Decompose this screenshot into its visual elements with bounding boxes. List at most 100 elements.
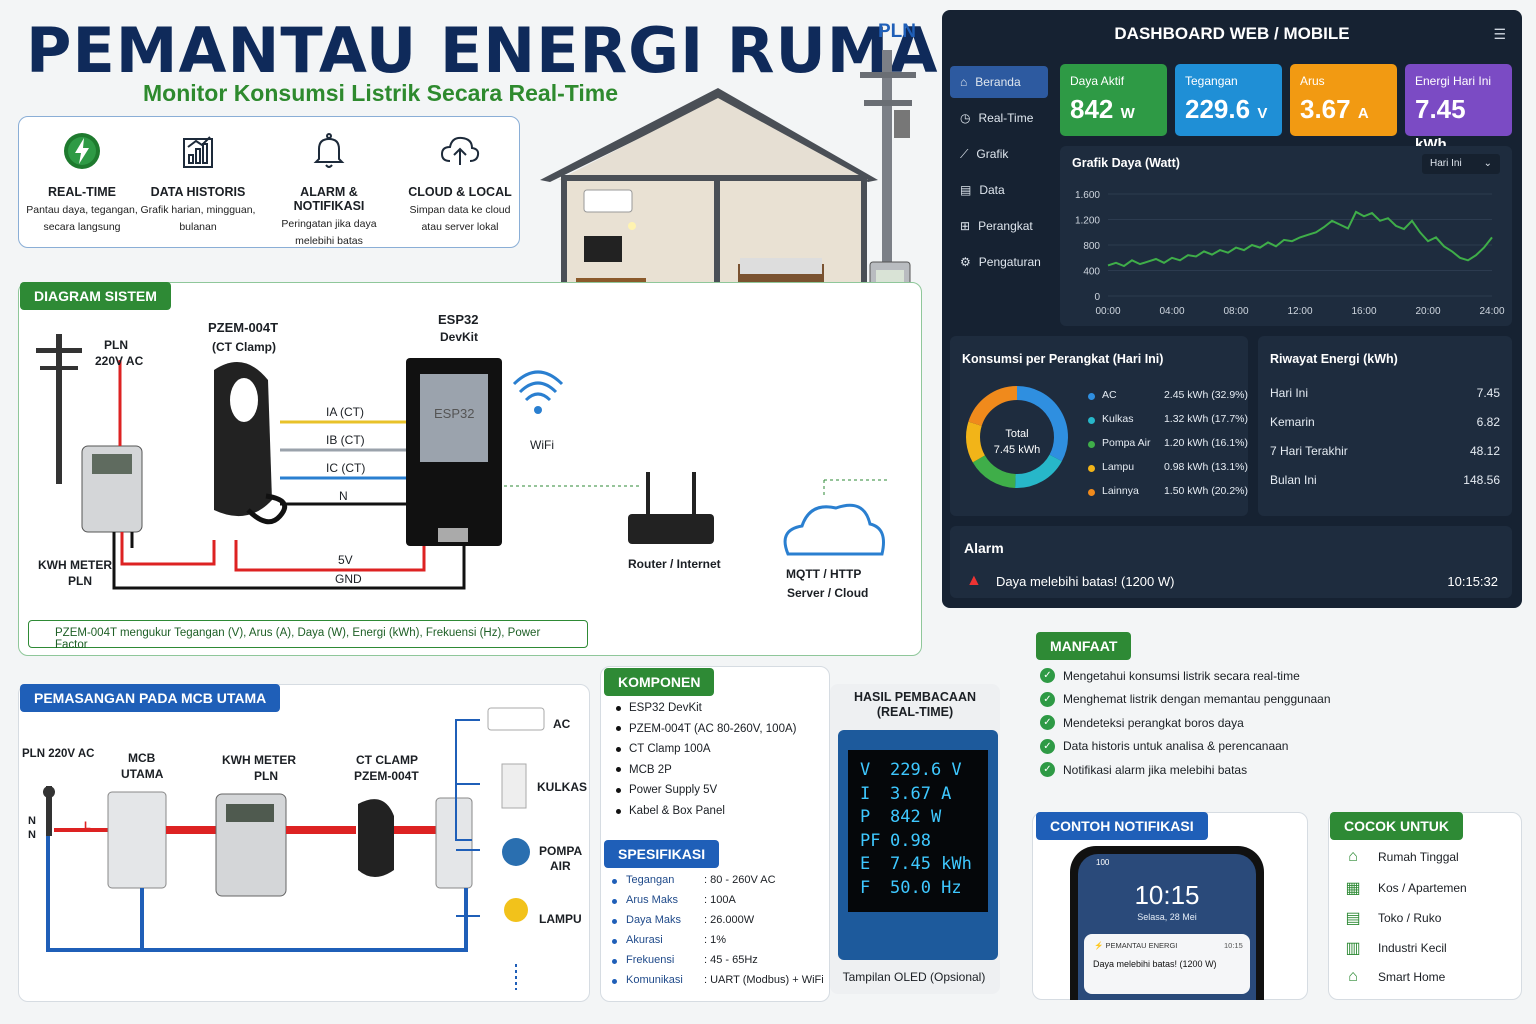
- history-label: Hari Ini: [1270, 386, 1309, 400]
- range-select[interactable]: Hari Ini⌄: [1422, 154, 1500, 174]
- check-icon: ✓: [1040, 762, 1055, 777]
- spec-row: Frekuensi: 45 - 65Hz: [612, 954, 826, 970]
- shop-icon: ▤: [1345, 910, 1361, 927]
- donut-slice: [972, 455, 1016, 488]
- notif-app-time: 10:15: [1224, 941, 1243, 950]
- spec-key: Komunikasi: [626, 974, 683, 986]
- history-value: 48.12: [1469, 444, 1500, 458]
- kpi-value: 3.67: [1300, 94, 1351, 124]
- notification-card[interactable]: [1084, 934, 1250, 994]
- load-pompa-label: POMPA: [539, 844, 583, 858]
- menu-item-pengaturan[interactable]: ⚙Pengaturan: [950, 246, 1048, 278]
- benefit-item: ✓Mendeteksi perangkat boros daya: [1040, 715, 1244, 730]
- table-icon: ▤: [960, 183, 972, 197]
- device-name: Kulkas: [1102, 413, 1134, 425]
- oled-key: V: [860, 760, 871, 780]
- feature-realtime: REAL-TIME Pantau daya, tegangan,secara l…: [19, 127, 145, 236]
- notif-message: Daya melebihi batas! (1200 W): [1093, 959, 1217, 969]
- component-item: MCB 2P: [616, 764, 672, 776]
- bullet: [616, 767, 621, 773]
- legend-dot: [1088, 489, 1095, 496]
- notif-app-name: ⚡ PEMANTAU ENERGI: [1094, 941, 1177, 950]
- wire-5v-label: 5V: [338, 553, 353, 567]
- spec-key: Daya Maks: [626, 914, 682, 926]
- menu-label: Data: [979, 183, 1005, 197]
- component-item: Kabel & Box Panel: [616, 805, 725, 817]
- menu-item-grafik[interactable]: ⟋Grafik: [950, 138, 1048, 170]
- benefit-item: ✓ Notifikasi alarm jika melebihi batas: [1040, 762, 1247, 777]
- oled-key: I: [860, 783, 871, 804]
- alarm-text: Daya melebihi batas! (1200 W): [996, 574, 1175, 589]
- alarm-card: Alarm ▲ Daya melebihi batas! (1200 W) 10…: [950, 526, 1512, 598]
- suitable-item: ▤ Toko / Ruko: [1344, 908, 1441, 928]
- load-kulkas-label: KULKAS: [537, 780, 587, 794]
- suitable-label: Toko / Ruko: [1378, 911, 1442, 925]
- kwh-sub-label: PLN: [68, 574, 92, 588]
- esp-label: ESP32: [438, 312, 479, 327]
- component-label: CT Clamp 100A: [629, 743, 711, 756]
- system-diagram-svg: [36, 334, 888, 590]
- spec-row: Komunikasi: UART (Modbus) + WiFi: [612, 974, 826, 990]
- y-tick-label: 1.200: [1075, 216, 1100, 227]
- x-tick-label: 00:00: [1095, 306, 1120, 317]
- donut-slice: [1016, 386, 1068, 462]
- history-value: 6.82: [1476, 415, 1500, 429]
- consumption-title: Konsumsi per Perangkat (Hari Ini): [962, 352, 1164, 366]
- menu-item-beranda[interactable]: ⌂Beranda: [950, 66, 1048, 98]
- oled-value: 0.98: [890, 830, 931, 851]
- oled-title-line: HASIL PEMBACAAN: [854, 690, 976, 704]
- menu-item-data[interactable]: ▤ Data: [950, 174, 1048, 206]
- bullet: [612, 979, 617, 984]
- menu-label: Pengaturan: [978, 255, 1041, 269]
- menu-item-perangkat[interactable]: ⊞Perangkat: [950, 210, 1048, 242]
- benefit-item: ✓Data historis untuk analisa & perencana…: [1040, 738, 1288, 754]
- phone-time: 10:15: [1134, 880, 1200, 910]
- component-item: Power Supply 5V: [616, 784, 717, 796]
- donut-total-value: 7.45 kWh: [993, 444, 1041, 456]
- wire-gnd-label: GND: [335, 572, 362, 586]
- bullet: [616, 705, 621, 711]
- hamburger-menu-icon[interactable]: ☰: [1493, 26, 1506, 42]
- y-tick-label: 0: [1094, 292, 1100, 303]
- kpi-label: Tegangan: [1185, 74, 1238, 88]
- kpi-value: 229.6: [1185, 94, 1251, 124]
- cloud-upload-icon: [440, 136, 480, 165]
- pln-label: PLN: [104, 338, 128, 352]
- install-kwh-label: KWH METER: [222, 753, 296, 767]
- load-air-label: AIR: [550, 859, 571, 873]
- components-panel: [600, 666, 830, 1002]
- x-tick-label: 12:00: [1287, 306, 1312, 317]
- install-kwh-sub-label: PLN: [254, 769, 278, 783]
- suitable-item: ▥Industri Kecil: [1344, 938, 1446, 958]
- benefit-item: ✓Mengetahui konsumsi listrik secara real…: [1040, 668, 1300, 683]
- wire-ia-label: IA (CT): [326, 405, 364, 419]
- spec-row: Daya Maks: 26.000W: [612, 914, 826, 930]
- device-name: Lampu: [1102, 461, 1135, 473]
- y-tick-label: 400: [1083, 267, 1100, 278]
- neutral-label: N: [28, 829, 36, 841]
- kpi-unit: V: [1257, 105, 1268, 122]
- kpi-label: Daya Aktif: [1070, 74, 1125, 88]
- spec-key: Tegangan: [626, 874, 675, 886]
- specs-tag: SPESIFIKASI: [604, 840, 720, 868]
- kpi-tegangan: Tegangan 229.6 V: [1175, 64, 1282, 136]
- alarm-title: Alarm: [964, 540, 1004, 556]
- phone-date: Selasa, 28 Mei: [1137, 912, 1197, 922]
- menu-item-realtime[interactable]: ◷Real-Time: [950, 102, 1048, 134]
- spec-value: : 45 - 65Hz: [704, 954, 758, 966]
- history-title: Riwayat Energi (kWh): [1270, 352, 1398, 366]
- feature-desc: Peringatan jika daya: [281, 218, 377, 230]
- load-lampu-label: LAMPU: [539, 912, 582, 926]
- device-value: 1.50 kWh (20.2%): [1163, 485, 1248, 497]
- oled-title-line: (REAL-TIME): [876, 705, 954, 719]
- oled-value: 50.0 Hz: [890, 877, 962, 898]
- benefit-label: Notifikasi alarm jika melebihi batas: [1063, 762, 1248, 777]
